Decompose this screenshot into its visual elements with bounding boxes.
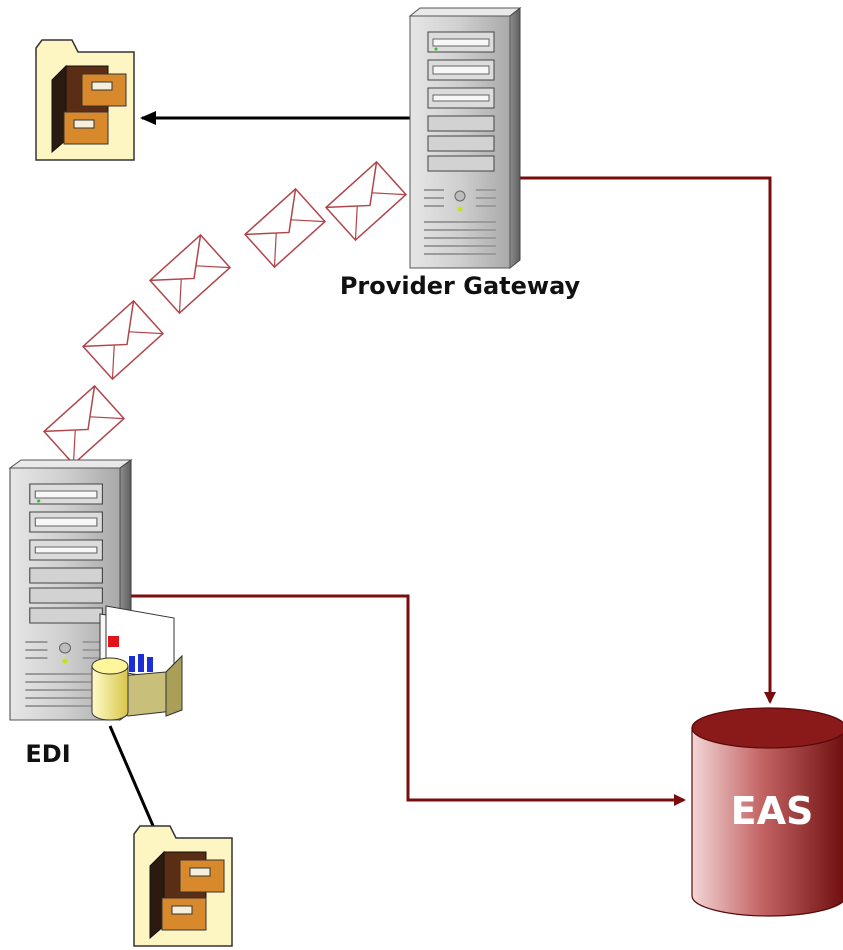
provider-gateway-label: Provider Gateway (340, 272, 581, 300)
gateway-to-eas-connector (520, 176, 776, 704)
edi-to-eas-connector (125, 594, 686, 806)
filing-cabinet-icon (35, 39, 135, 161)
eas-database-icon (691, 707, 843, 917)
envelope-icon (82, 300, 164, 380)
edi-to-archive-arrow (108, 725, 162, 844)
envelope-icon (244, 188, 326, 268)
edi-label: EDI (25, 740, 70, 768)
eas-label: EAS (731, 789, 814, 833)
envelope-icon (325, 161, 407, 241)
report-tray-icon (91, 605, 183, 721)
envelope-trail (43, 161, 407, 465)
provider-gateway-server-icon (409, 7, 521, 269)
envelope-icon (149, 234, 231, 314)
connectors (108, 111, 776, 844)
envelope-icon (43, 385, 125, 465)
filing-cabinet-icon (133, 825, 233, 947)
